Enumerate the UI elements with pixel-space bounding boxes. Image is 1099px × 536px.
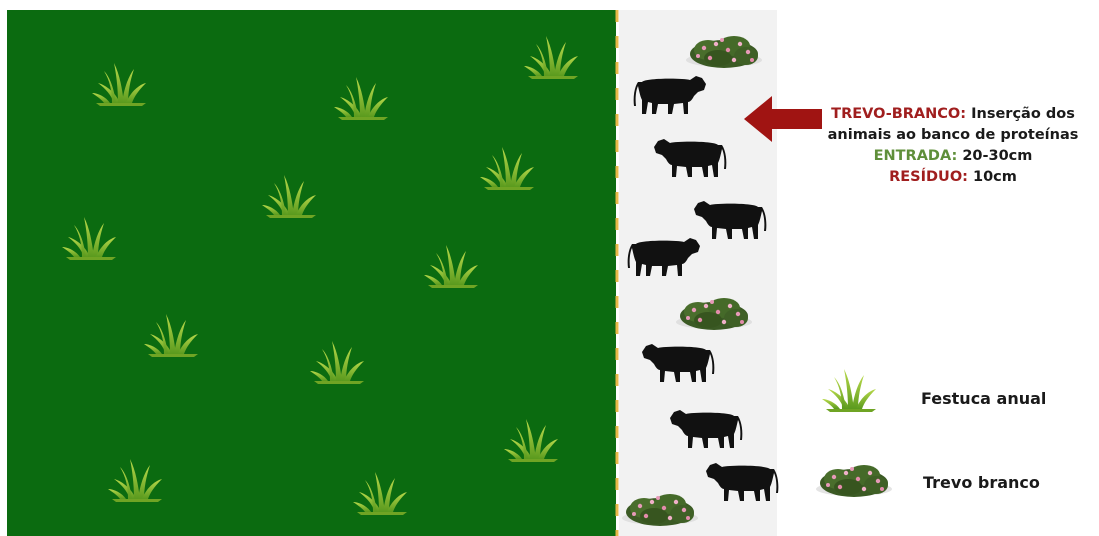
- annotation-line-1-text: Inserção dos: [971, 106, 1075, 122]
- legend-grass-label: Festuca anual: [921, 389, 1046, 408]
- entrada-key: ENTRADA:: [874, 148, 958, 164]
- annotation-line-2: animais ao banco de proteínas: [808, 125, 1098, 146]
- legend-clover-icon: [816, 465, 892, 497]
- residuo-value: 10cm: [973, 169, 1017, 185]
- trevo-branco-key: TREVO-BRANCO:: [831, 106, 966, 122]
- legend-clover-label: Trevo branco: [923, 473, 1040, 492]
- legend-grass-icon: [822, 369, 876, 412]
- entrada-value: 20-30cm: [962, 148, 1032, 164]
- annotation-line-1: TREVO-BRANCO: Inserção dos: [808, 104, 1098, 125]
- residuo-key: RESÍDUO:: [889, 169, 968, 185]
- entrada-line: ENTRADA: 20-30cm: [808, 146, 1098, 167]
- residuo-line: RESÍDUO: 10cm: [808, 167, 1098, 188]
- annotation-block: TREVO-BRANCO: Inserção dos animais ao ba…: [808, 104, 1098, 188]
